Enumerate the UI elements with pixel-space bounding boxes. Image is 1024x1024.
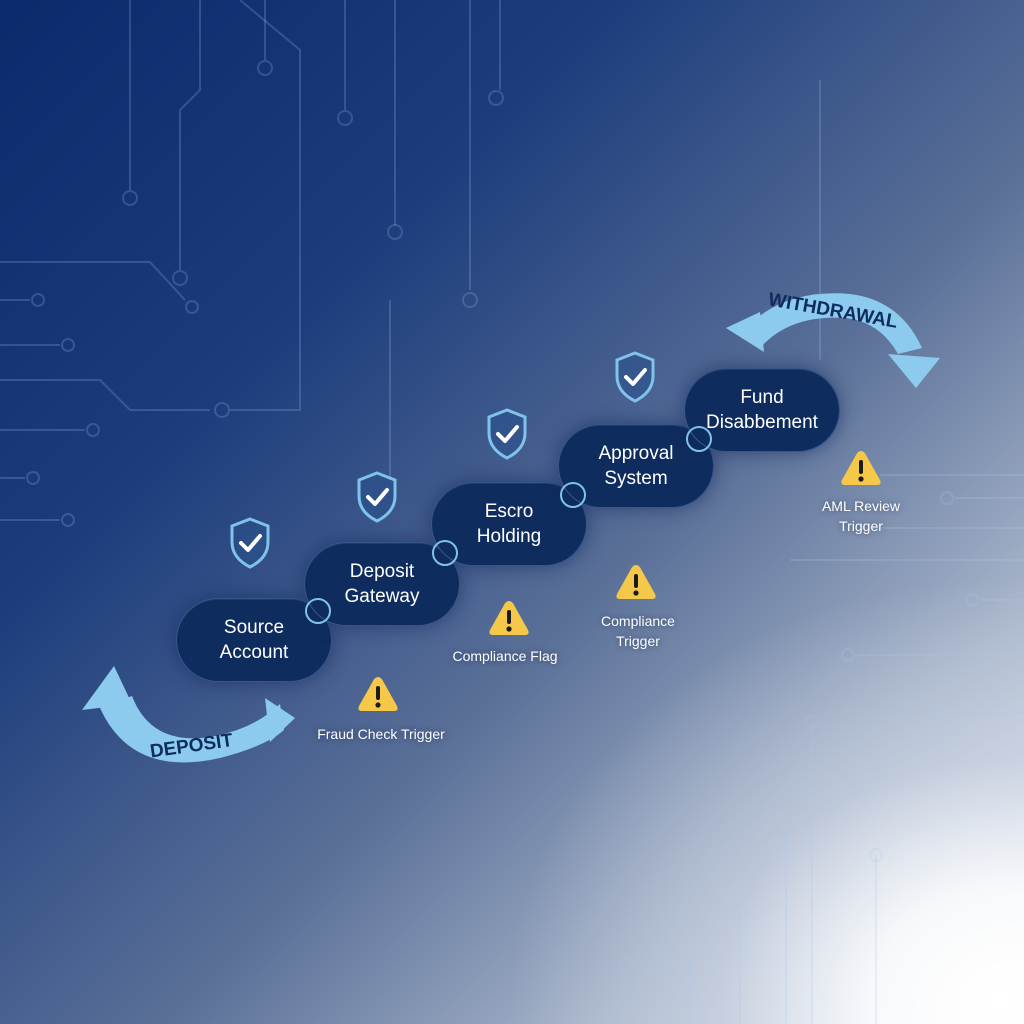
alert-compliance-flag: Compliance Flag bbox=[452, 648, 558, 664]
link-ring bbox=[432, 540, 458, 566]
alert-fraud-check-trigger: Fraud Check Trigger bbox=[317, 726, 445, 742]
shield-check-icon bbox=[615, 351, 655, 403]
shield-check-icon bbox=[357, 471, 397, 523]
shield-check-icon bbox=[487, 408, 527, 460]
warning-icon bbox=[841, 451, 881, 485]
step-approval-system[interactable]: Approval System bbox=[558, 424, 714, 508]
shield-check-icon bbox=[230, 517, 270, 569]
withdrawal-arrow: WITHDRAWAL bbox=[726, 289, 940, 388]
warning-icon bbox=[616, 565, 656, 599]
link-ring bbox=[560, 482, 586, 508]
warning-icon bbox=[489, 601, 529, 635]
deposit-arrow: DEPOSIT bbox=[82, 666, 295, 762]
alert-compliance-trigger: Compliance Trigger bbox=[601, 613, 675, 649]
link-ring bbox=[686, 426, 712, 452]
link-ring bbox=[305, 598, 331, 624]
alert-aml-review-trigger: AML Review Trigger bbox=[821, 498, 901, 534]
warning-icon bbox=[358, 677, 398, 711]
